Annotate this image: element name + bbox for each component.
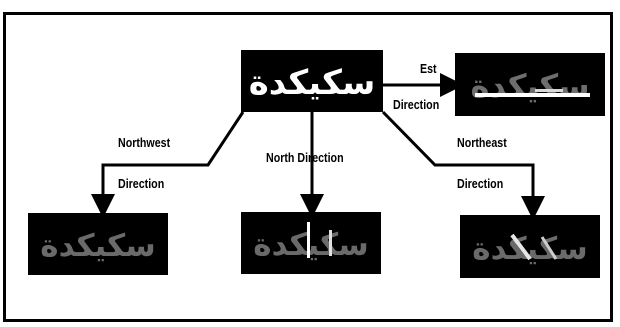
northwest-label-line2: Direction [118, 176, 165, 191]
northwest-result-image: سكيكدة [28, 213, 168, 275]
est-label-line2: Direction [393, 97, 440, 112]
est-horizontal-strokes [475, 93, 590, 97]
north-vertical-strokes [307, 222, 310, 258]
est-label-line1: Est [420, 61, 437, 76]
northeast-word-text: سكيكدة [472, 231, 587, 267]
northwest-word-text: سكيكدة [40, 228, 155, 264]
northeast-diagonal-strokes [510, 233, 532, 261]
north-result-image: سكيكدة [241, 212, 381, 274]
northwest-label-line1: Northwest [118, 135, 171, 150]
est-word-text: سكيكدة [470, 67, 589, 105]
source-word-text: سكيكدة [249, 63, 376, 103]
north-label: North Direction [266, 150, 344, 165]
northeast-label-line1: Northeast [457, 135, 507, 150]
northeast-result-image: سكيكدة [460, 215, 600, 278]
source-word-image: سكيكدة [241, 50, 383, 112]
est-result-image: سكيكدة [455, 53, 605, 116]
north-word-text: سكيكدة [253, 227, 368, 263]
northeast-label-line2: Direction [457, 176, 504, 191]
